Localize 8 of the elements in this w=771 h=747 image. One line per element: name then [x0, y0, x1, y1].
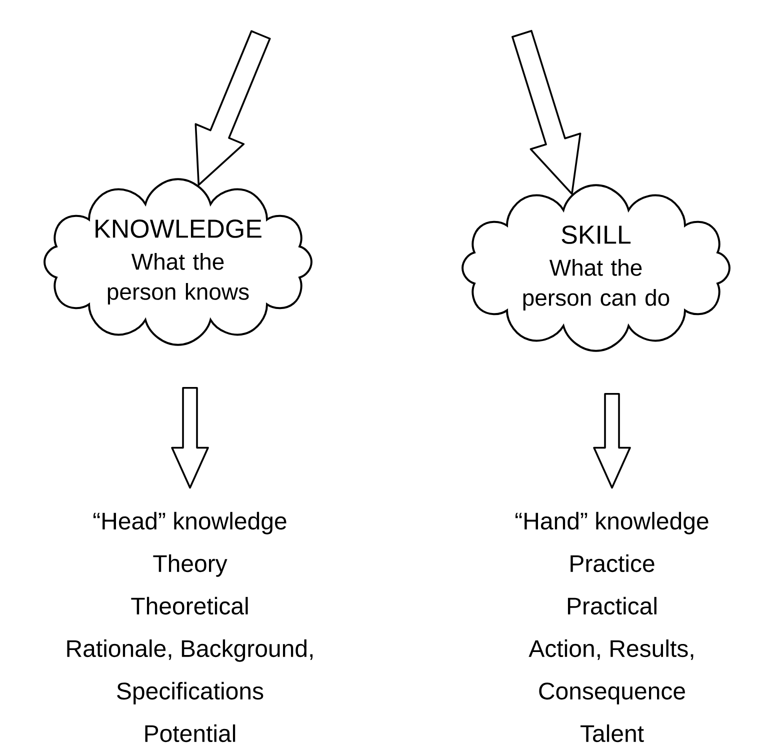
text-list: “Hand” knowledge Practice Practical Action, Results, Consequence Talent: [516, 512, 708, 742]
text-list: “Head” knowledge Theory Theoretical Rationale, Background, Specifications Potential: [67, 512, 313, 742]
arrow: [194, 30, 271, 186]
cloud: KNOWLEDGE What the person knows: [44, 178, 312, 346]
arrow: [512, 30, 582, 195]
arrow: [593, 392, 631, 489]
cloud: SKILL What the person can do: [462, 184, 730, 352]
arrow: [171, 386, 209, 489]
